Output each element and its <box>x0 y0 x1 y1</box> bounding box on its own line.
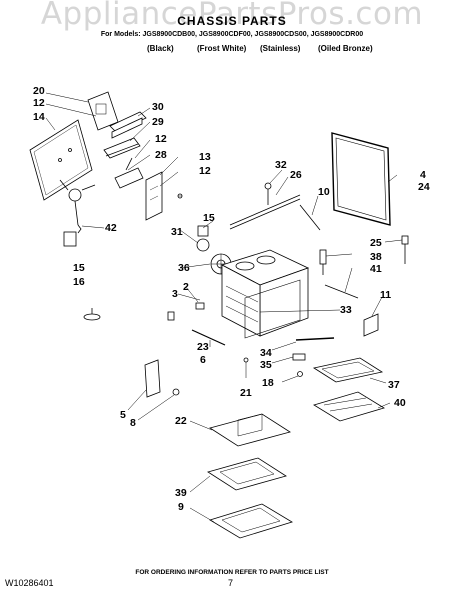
diagram-title: CHASSIS PARTS <box>177 14 287 28</box>
callout-15: 15 <box>203 212 215 224</box>
wire-41 <box>324 284 359 299</box>
callout-30: 30 <box>152 101 164 113</box>
variant-oiled-bronze: (Oiled Bronze) <box>318 44 373 53</box>
page-number: 7 <box>228 578 234 588</box>
callout-13: 13 <box>199 151 211 163</box>
variant-frost-white: (Frost White) <box>197 44 247 53</box>
rod-10 <box>299 204 321 231</box>
callout-9: 9 <box>178 501 184 513</box>
temp-sensor <box>319 249 327 275</box>
sensor-16 <box>83 308 101 321</box>
callout-37: 37 <box>388 379 400 391</box>
callout-33: 33 <box>340 304 352 316</box>
callout-35: 35 <box>260 359 272 371</box>
callout-11: 11 <box>380 289 392 301</box>
site-watermark: AppliancePartsPros.com <box>40 0 424 32</box>
door-gasket <box>331 132 391 226</box>
callout-24: 24 <box>418 181 430 193</box>
gas-valve-assembly <box>59 179 96 234</box>
bottom-pan-39 <box>207 457 287 491</box>
model-list: For Models: JGS8900CDB00, JGS8900CDF00, … <box>100 31 364 38</box>
glass-panel-37 <box>312 357 384 383</box>
callout-20: 20 <box>33 85 45 97</box>
callout-23: 23 <box>197 341 209 353</box>
bracket-15 <box>197 225 209 237</box>
leader-lines <box>45 92 403 523</box>
callout-5: 5 <box>120 409 126 421</box>
hinge-2 <box>195 302 205 310</box>
callout-12b: 12 <box>155 133 167 145</box>
bracket-28 <box>114 157 144 189</box>
callout-25: 25 <box>370 237 382 249</box>
callout-12: 12 <box>33 97 45 109</box>
bracket-29 <box>103 137 141 159</box>
callout-14: 14 <box>33 111 45 123</box>
callout-41: 41 <box>370 263 382 275</box>
variant-black: (Black) <box>147 44 174 53</box>
callout-3: 3 <box>172 288 178 300</box>
callout-18: 18 <box>262 377 274 389</box>
screw-21 <box>243 357 249 363</box>
side-panel <box>145 171 163 221</box>
part-34 <box>295 337 335 341</box>
callout-8: 8 <box>130 417 136 429</box>
callout-31: 31 <box>171 226 183 238</box>
rod-23 <box>191 329 226 346</box>
part-35 <box>292 353 306 361</box>
screw-18 <box>297 371 303 377</box>
callout-10: 10 <box>318 186 330 198</box>
frame-40 <box>313 391 385 422</box>
callout-36: 36 <box>178 262 190 274</box>
bracket-11 <box>363 313 379 337</box>
hinge-3 <box>167 311 175 321</box>
callout-39: 39 <box>175 487 187 499</box>
top-cover <box>87 91 119 131</box>
callout-15b: 15 <box>73 262 85 274</box>
callout-28: 28 <box>155 149 167 161</box>
callout-42: 42 <box>105 222 117 234</box>
callout-26: 26 <box>290 169 302 181</box>
ordering-note: FOR ORDERING INFORMATION REFER TO PARTS … <box>135 569 329 576</box>
callout-34: 34 <box>260 347 272 359</box>
document-number: W10286401 <box>5 578 54 588</box>
callout-12c: 12 <box>199 165 211 177</box>
rear-access-panel <box>29 119 93 201</box>
callout-2: 2 <box>183 281 189 293</box>
callout-6: 6 <box>200 354 206 366</box>
callout-16: 16 <box>73 276 85 288</box>
broil-element <box>229 182 301 230</box>
callout-4: 4 <box>420 169 426 181</box>
oven-cavity <box>220 249 310 339</box>
callout-32: 32 <box>275 159 287 171</box>
bottom-pan-22 <box>209 413 291 447</box>
callout-22: 22 <box>175 415 187 427</box>
callout-21: 21 <box>240 387 252 399</box>
callout-29: 29 <box>152 116 164 128</box>
bracket-5 <box>144 359 161 398</box>
relay-15 <box>63 231 77 247</box>
variant-stainless: (Stainless) <box>260 44 301 53</box>
bolt-8 <box>172 388 180 396</box>
bracket-30 <box>109 111 147 139</box>
callout-40: 40 <box>394 397 406 409</box>
callout-38: 38 <box>370 251 382 263</box>
connector-25 <box>401 235 409 264</box>
bottom-pan-9 <box>209 503 293 539</box>
